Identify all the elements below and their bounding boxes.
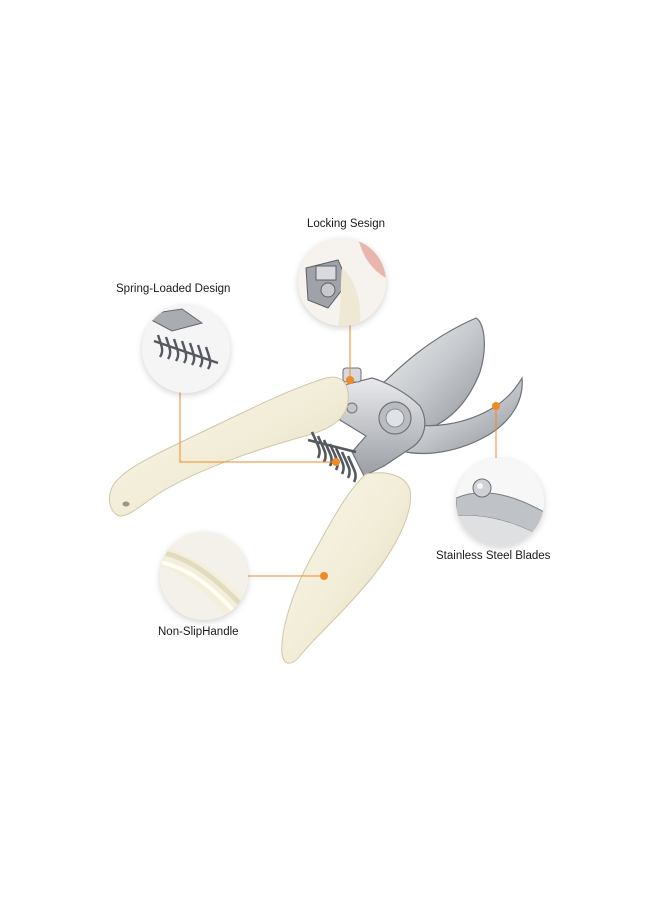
upper-handle	[109, 376, 349, 517]
lower-handle	[281, 472, 412, 664]
label-non-slip-handle: Non-SlipHandle	[158, 626, 239, 638]
inset-blade-closeup	[456, 458, 544, 546]
label-stainless-blades: Stainless Steel Blades	[436, 550, 551, 562]
inset-handle-closeup	[160, 532, 248, 620]
label-locking-design: Locking Sesign	[307, 218, 385, 230]
lower-blade	[391, 376, 523, 455]
inset-spring-closeup	[142, 305, 230, 393]
inset-locking-closeup	[298, 238, 386, 326]
spring	[307, 431, 357, 483]
orange-dot-icon	[320, 376, 500, 580]
label-spring-loaded: Spring-Loaded Design	[116, 283, 231, 295]
